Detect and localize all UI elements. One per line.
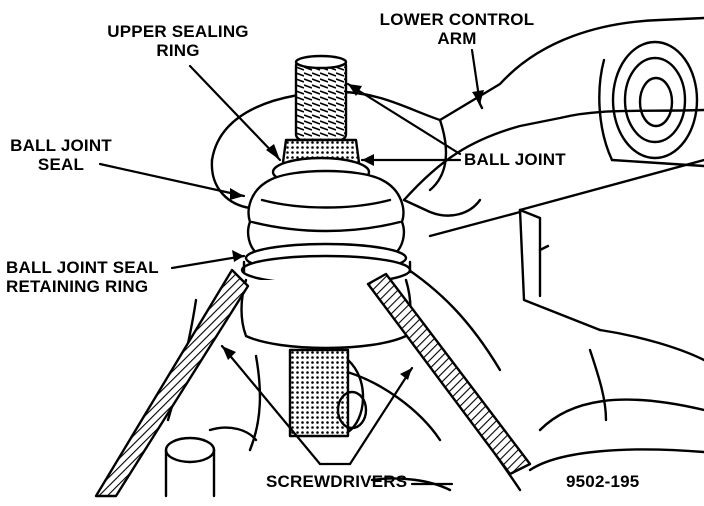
seal-retaining-ring (240, 242, 412, 286)
knuckle-housing (398, 158, 704, 492)
label-ball-joint-text: BALL JOINT (464, 150, 566, 169)
label-screwdrivers-text: SCREWDRIVERS (266, 472, 408, 491)
ball-joint-stud (271, 54, 371, 188)
screwdriver-left (94, 268, 250, 498)
figure-number-text: 9502-195 (566, 472, 640, 491)
label-seal-retaining-ring-line2: RETAINING RING (6, 277, 149, 296)
label-lower-control-arm-line1: LOWER CONTROL (379, 10, 535, 29)
label-lower-control-arm-line2: ARM (437, 29, 477, 48)
ball-joint-body (240, 278, 412, 438)
label-ball-joint-seal-line1: BALL JOINT (10, 136, 112, 155)
label-ball-joint-seal: BALL JOINT SEAL (6, 136, 116, 174)
leader-lines (98, 48, 482, 486)
screwdriver-right (366, 272, 532, 476)
label-seal-retaining-ring: BALL JOINT SEAL RETAINING RING (6, 258, 159, 296)
label-screwdrivers: SCREWDRIVERS (266, 472, 407, 491)
label-upper-sealing-ring-line1: UPPER SEALING (107, 22, 249, 41)
label-seal-retaining-ring-line1: BALL JOINT SEAL (6, 258, 159, 277)
label-ball-joint: BALL JOINT (464, 150, 566, 169)
label-upper-sealing-ring: UPPER SEALING RING (98, 22, 258, 60)
ball-joint-seal (246, 169, 406, 258)
arrowheads (222, 84, 484, 380)
label-lower-control-arm: LOWER CONTROL ARM (362, 10, 552, 48)
label-upper-sealing-ring-line2: RING (156, 41, 200, 60)
label-ball-joint-seal-line2: SEAL (37, 155, 85, 174)
figure-number: 9502-195 (566, 472, 639, 491)
